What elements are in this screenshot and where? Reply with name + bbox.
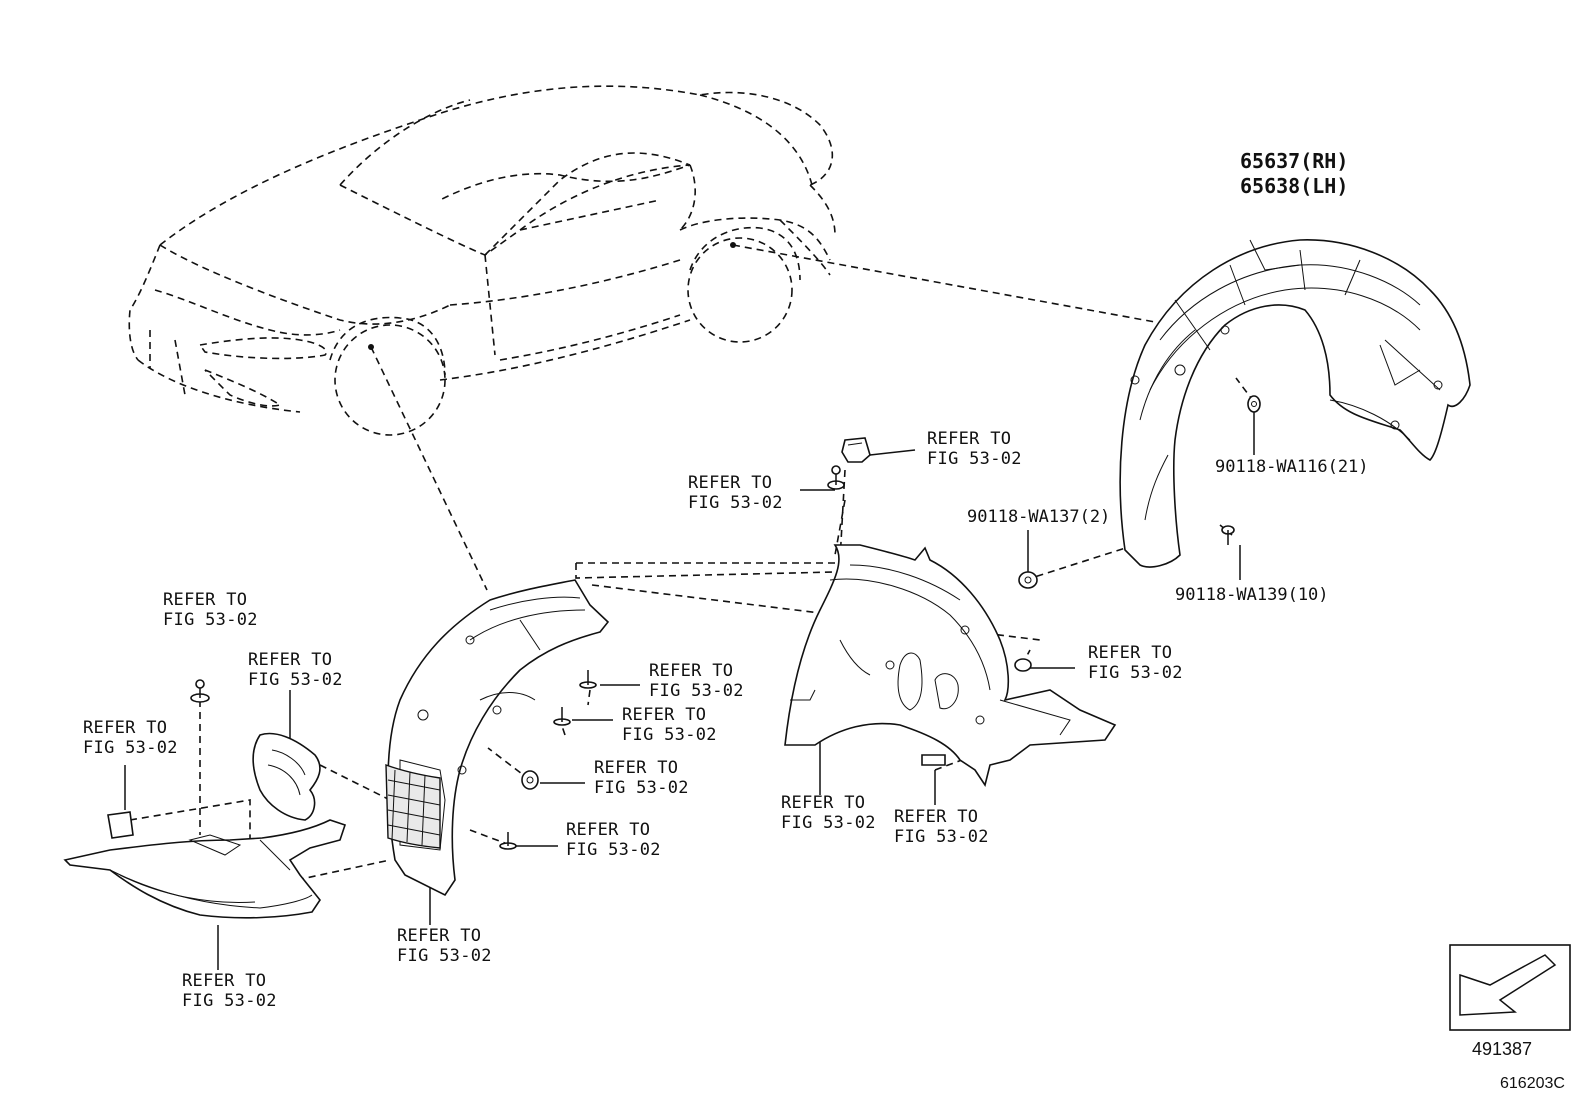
- leader-lines: [124, 244, 1255, 970]
- refer-labels: REFER TO FIG 53-02 REFER TO FIG 53-02 RE…: [83, 429, 1183, 1011]
- refer-label-pin-2: REFER TO FIG 53-02: [622, 705, 717, 745]
- refer-label-clip-left: REFER TO FIG 53-02: [594, 758, 689, 798]
- svg-text:REFER TO: REFER TO: [566, 820, 650, 840]
- part-number-wa139: 90118-WA139(10): [1175, 585, 1329, 605]
- svg-text:FIG 53-02: FIG 53-02: [1088, 663, 1183, 683]
- illustration-legend: 491387 616203C: [1449, 944, 1571, 1092]
- part-number-lh: 65638(LH): [1240, 174, 1348, 198]
- sheet-metal-symbol-icon: [1459, 954, 1557, 1016]
- svg-text:REFER TO: REFER TO: [1088, 643, 1172, 663]
- left-front-liner: [385, 579, 610, 897]
- part-number-wa116: 90118-WA116(21): [1215, 457, 1369, 477]
- svg-text:FIG 53-02: FIG 53-02: [622, 725, 717, 745]
- part-number-wa137: 90118-WA137(2): [967, 507, 1110, 527]
- svg-text:FIG 53-02: FIG 53-02: [594, 778, 689, 798]
- svg-text:FIG 53-02: FIG 53-02: [566, 840, 661, 860]
- svg-text:FIG 53-02: FIG 53-02: [781, 813, 876, 833]
- refer-label-bracket: REFER TO FIG 53-02: [248, 650, 343, 690]
- svg-text:REFER TO: REFER TO: [894, 807, 978, 827]
- illustration-ref-code: 491387: [1472, 1039, 1532, 1059]
- fasteners: [107, 395, 1261, 850]
- part-number-labels: 65637(RH) 65638(LH) 90118-WA116(21) 9011…: [967, 149, 1369, 605]
- part-number-rh: 65637(RH): [1240, 149, 1348, 173]
- refer-label-pin-bottom: REFER TO FIG 53-02: [894, 807, 989, 847]
- center-front-liner: [784, 544, 1117, 787]
- refer-label-left-liner: REFER TO FIG 53-02: [397, 926, 492, 966]
- svg-text:REFER TO: REFER TO: [83, 718, 167, 738]
- svg-text:FIG 53-02: FIG 53-02: [649, 681, 744, 701]
- svg-text:REFER TO: REFER TO: [248, 650, 332, 670]
- svg-text:REFER TO: REFER TO: [163, 590, 247, 610]
- svg-text:FIG 53-02: FIG 53-02: [83, 738, 178, 758]
- refer-label-pin-3: REFER TO FIG 53-02: [566, 820, 661, 860]
- refer-label-pin-1: REFER TO FIG 53-02: [649, 661, 744, 701]
- svg-text:REFER TO: REFER TO: [649, 661, 733, 681]
- lower-front-cover: [63, 819, 347, 919]
- svg-text:REFER TO: REFER TO: [397, 926, 481, 946]
- svg-text:FIG 53-02: FIG 53-02: [248, 670, 343, 690]
- car-outline: [128, 85, 836, 436]
- svg-text:REFER TO: REFER TO: [688, 473, 772, 493]
- svg-text:REFER TO: REFER TO: [622, 705, 706, 725]
- svg-text:FIG 53-02: FIG 53-02: [688, 493, 783, 513]
- svg-text:REFER TO: REFER TO: [927, 429, 1011, 449]
- rear-fender-liner: [1119, 239, 1471, 568]
- refer-label-lower-cover: REFER TO FIG 53-02: [182, 971, 277, 1011]
- svg-text:REFER TO: REFER TO: [781, 793, 865, 813]
- svg-text:REFER TO: REFER TO: [594, 758, 678, 778]
- svg-text:FIG 53-02: FIG 53-02: [163, 610, 258, 630]
- refer-label-block-clip: REFER TO FIG 53-02: [83, 718, 178, 758]
- refer-label-center-right: REFER TO FIG 53-02: [1088, 643, 1183, 683]
- refer-label-upper-left: REFER TO FIG 53-02: [163, 590, 258, 630]
- refer-label-center-bottom: REFER TO FIG 53-02: [781, 793, 876, 833]
- bracket-plate: [252, 732, 321, 821]
- svg-text:FIG 53-02: FIG 53-02: [894, 827, 989, 847]
- refer-label-top-center: REFER TO FIG 53-02: [927, 429, 1022, 469]
- refer-label-upper-center: REFER TO FIG 53-02: [688, 473, 783, 513]
- svg-text:FIG 53-02: FIG 53-02: [397, 946, 492, 966]
- svg-text:REFER TO: REFER TO: [182, 971, 266, 991]
- svg-text:FIG 53-02: FIG 53-02: [182, 991, 277, 1011]
- figure-code: 616203C: [1500, 1075, 1565, 1092]
- svg-text:FIG 53-02: FIG 53-02: [927, 449, 1022, 469]
